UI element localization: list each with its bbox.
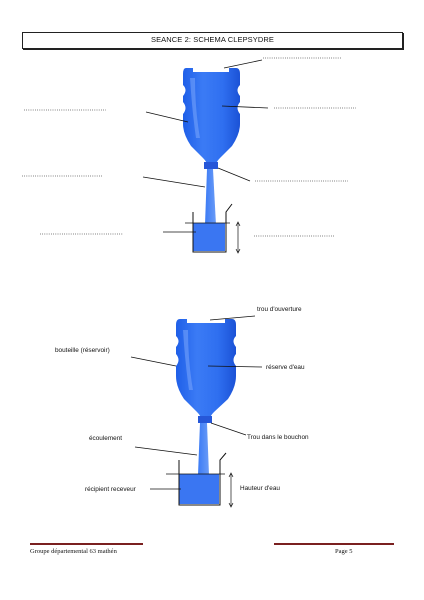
water-stream (198, 423, 209, 475)
footer-page-number: Page 5 (335, 548, 353, 555)
container-water (193, 223, 225, 251)
container-water (179, 474, 219, 504)
page-title: SEANCE 2: SCHEMA CLEPSYDRE (150, 35, 275, 44)
label-container: récipient receveur (85, 486, 137, 493)
container-walls (192, 203, 233, 253)
height-arrow (228, 472, 234, 508)
container-walls (178, 452, 227, 506)
label-cap-hole: Trou dans le bouchon (247, 434, 309, 441)
water-stream (205, 169, 216, 225)
arrow-water-reserve (207, 365, 263, 368)
label-flow: écoulement (89, 435, 122, 442)
arrow-water-reserve (221, 105, 269, 109)
arrow-cap-hole (217, 167, 251, 182)
arrow-top-opening (223, 59, 263, 69)
bottle-shape (176, 319, 236, 419)
label-water-height: Hauteur d'eau (240, 485, 280, 492)
label-water-reserve: réserve d'eau (266, 364, 305, 371)
bottle-cap (198, 416, 212, 423)
title-box: SEANCE 2: SCHEMA CLEPSYDRE (22, 32, 403, 49)
footer-bar-right (274, 543, 394, 545)
footer-bar-left (30, 543, 143, 545)
arrow-bottle (145, 111, 189, 123)
arrow-bottle (130, 356, 177, 367)
bottle-highlight (190, 78, 200, 138)
bottle-shape (183, 68, 240, 165)
top-opening (187, 319, 225, 323)
arrow-top-opening (209, 315, 256, 321)
bottle-highlight (183, 330, 193, 390)
top-opening (193, 68, 229, 72)
footer-left-text: Groupe départemental 63 mathén (30, 548, 117, 555)
label-bottle: bouteille (réservoir) (55, 347, 110, 354)
arrow-flow (134, 446, 198, 456)
arrow-flow (142, 176, 206, 188)
diagram-labelled: trou d'ouverture bouteille (réservoir) r… (55, 306, 309, 508)
diagram-blank (22, 57, 356, 254)
height-arrow (235, 221, 241, 254)
label-top-opening: trou d'ouverture (257, 306, 302, 313)
arrow-cap-hole (210, 422, 247, 436)
bottle-cap (204, 162, 218, 169)
